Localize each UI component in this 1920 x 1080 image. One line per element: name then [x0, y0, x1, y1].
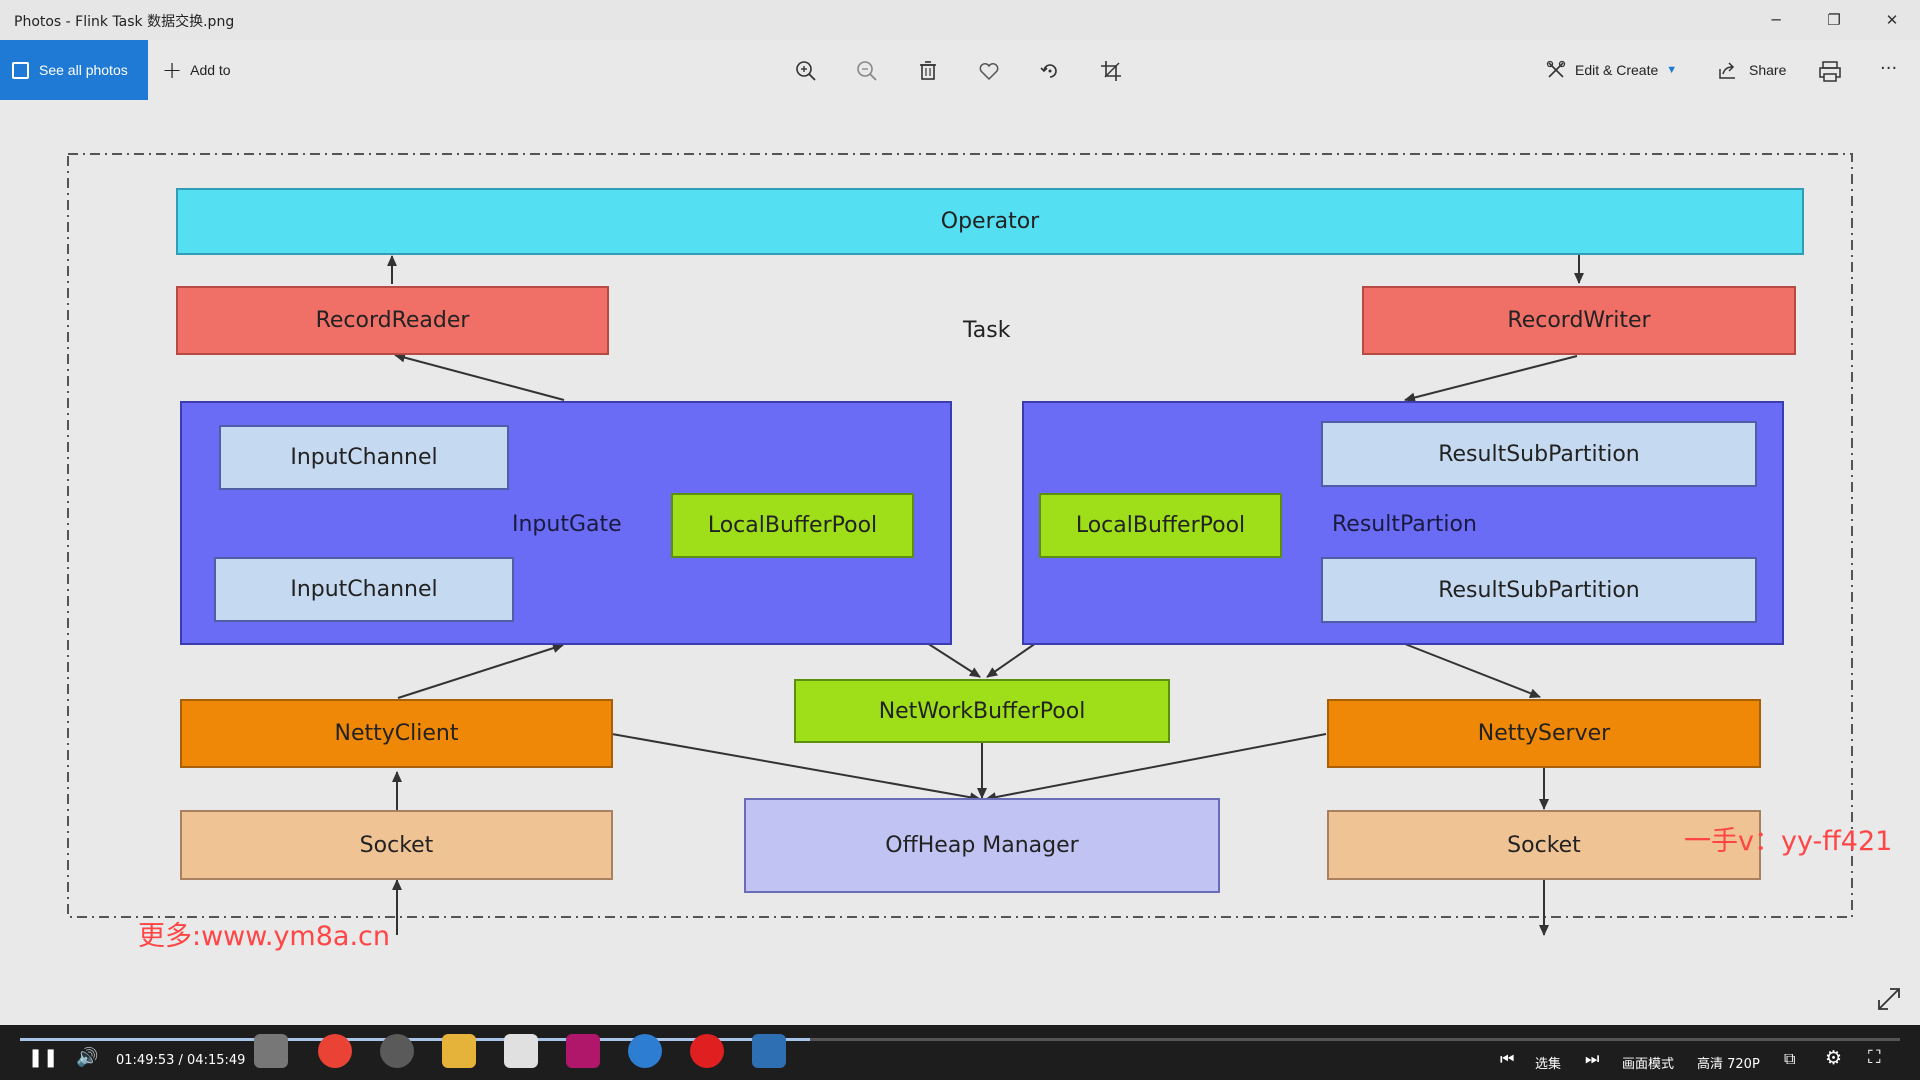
previous-icon[interactable]: ⏮ [1500, 1049, 1515, 1068]
share-label: Share [1749, 62, 1787, 78]
pause-icon[interactable]: ❚❚ [28, 1047, 59, 1068]
add-to-button[interactable]: + Add to [162, 40, 231, 100]
socket-box: Socket [1327, 810, 1761, 880]
netty-client-box: NettyClient [180, 699, 613, 768]
fullscreen-expand-icon[interactable] [1876, 986, 1902, 1012]
add-to-label: Add to [190, 62, 231, 78]
result-partition-label: ResultPartion [1332, 512, 1477, 537]
share-button[interactable]: Share [1717, 40, 1786, 100]
input-channel-box: InputChannel [219, 425, 509, 490]
app-icon[interactable] [254, 1034, 288, 1068]
file-explorer-icon[interactable] [442, 1034, 476, 1068]
typora-icon[interactable] [504, 1034, 538, 1068]
episodes-button[interactable]: 选集 [1535, 1057, 1562, 1072]
local-buffer-pool-box: LocalBufferPool [671, 493, 914, 558]
print-icon[interactable] [1815, 56, 1845, 86]
picture-mode-button[interactable]: 画面模式 [1622, 1057, 1675, 1072]
operator-box: Operator [176, 188, 1804, 255]
delete-icon[interactable] [913, 56, 943, 86]
share-icon [1719, 62, 1735, 79]
video-progress-fill [20, 1038, 810, 1041]
photo-canvas: Operator Task RecordReader RecordWriter … [0, 100, 1920, 1025]
toolbar: See all photos + Add to Edit & Create ▼ … [0, 40, 1920, 100]
edit-create-button[interactable]: Edit & Create ▼ [1545, 40, 1677, 100]
crop-icon[interactable] [1096, 56, 1126, 86]
volume-icon[interactable]: 🔊 [76, 1047, 99, 1068]
plus-icon: + [162, 56, 183, 84]
netty-server-box: NettyServer [1327, 699, 1761, 768]
netease-music-icon[interactable] [690, 1034, 724, 1068]
watermark-right: 一手v：yy-ff421 [1684, 826, 1893, 857]
chevron-down-icon: ▼ [1666, 64, 1678, 76]
title-bar: Photos - Flink Task 数据交换.png ─ ❐ ✕ [0, 0, 1920, 40]
input-gate-label: InputGate [512, 512, 622, 537]
app-icon[interactable] [380, 1034, 414, 1068]
playback-time: 01:49:53 / 04:15:49 [116, 1053, 246, 1068]
socket-box: Socket [180, 810, 613, 880]
offheap-manager-box: OffHeap Manager [744, 798, 1220, 893]
result-subpartition-box: ResultSubPartition [1321, 557, 1757, 623]
window-title: Photos - Flink Task 数据交换.png [14, 14, 235, 30]
minimize-button[interactable]: ─ [1771, 11, 1781, 29]
record-reader-box: RecordReader [176, 286, 609, 355]
intellij-icon[interactable] [566, 1034, 600, 1068]
photos-icon [12, 61, 29, 79]
edit-create-label: Edit & Create [1575, 62, 1659, 78]
fullscreen-icon[interactable]: ⛶ [1868, 1047, 1881, 1068]
local-buffer-pool-box: LocalBufferPool [1039, 493, 1282, 558]
network-buffer-pool-box: NetWorkBufferPool [794, 679, 1170, 743]
close-button[interactable]: ✕ [1885, 11, 1899, 29]
zoom-in-icon[interactable] [791, 56, 821, 86]
task-label: Task [963, 318, 1011, 343]
restore-button[interactable]: ❐ [1827, 11, 1841, 29]
chrome-icon[interactable] [318, 1034, 352, 1068]
screenshot-icon[interactable]: ⧉ [1784, 1049, 1796, 1068]
app-icon[interactable] [628, 1034, 662, 1068]
input-channel-box: InputChannel [214, 557, 514, 622]
video-player-bar: ❚❚ 🔊 01:49:53 / 04:15:49 ⏮ 选集 ⏭ 画面模式 高清 … [0, 1025, 1920, 1080]
record-writer-box: RecordWriter [1362, 286, 1796, 355]
rotate-icon[interactable] [1035, 56, 1065, 86]
more-options-button[interactable]: ··· [1880, 58, 1898, 79]
diagram-connectors [67, 153, 1853, 936]
see-all-photos-label: See all photos [39, 62, 128, 78]
settings-icon[interactable]: ⚙ [1825, 1047, 1843, 1069]
result-subpartition-box: ResultSubPartition [1321, 421, 1757, 487]
quality-button[interactable]: 高清 720P [1697, 1057, 1760, 1072]
video-progress-bar[interactable] [20, 1038, 1900, 1041]
next-icon[interactable]: ⏭ [1585, 1049, 1600, 1068]
zoom-out-icon[interactable] [852, 56, 882, 86]
heart-icon[interactable] [974, 56, 1004, 86]
edit-icon [1546, 60, 1566, 78]
photos-app-icon[interactable] [752, 1034, 786, 1068]
see-all-photos-button[interactable]: See all photos [0, 40, 148, 100]
watermark-left: 更多:www.ym8a.cn [138, 921, 390, 952]
